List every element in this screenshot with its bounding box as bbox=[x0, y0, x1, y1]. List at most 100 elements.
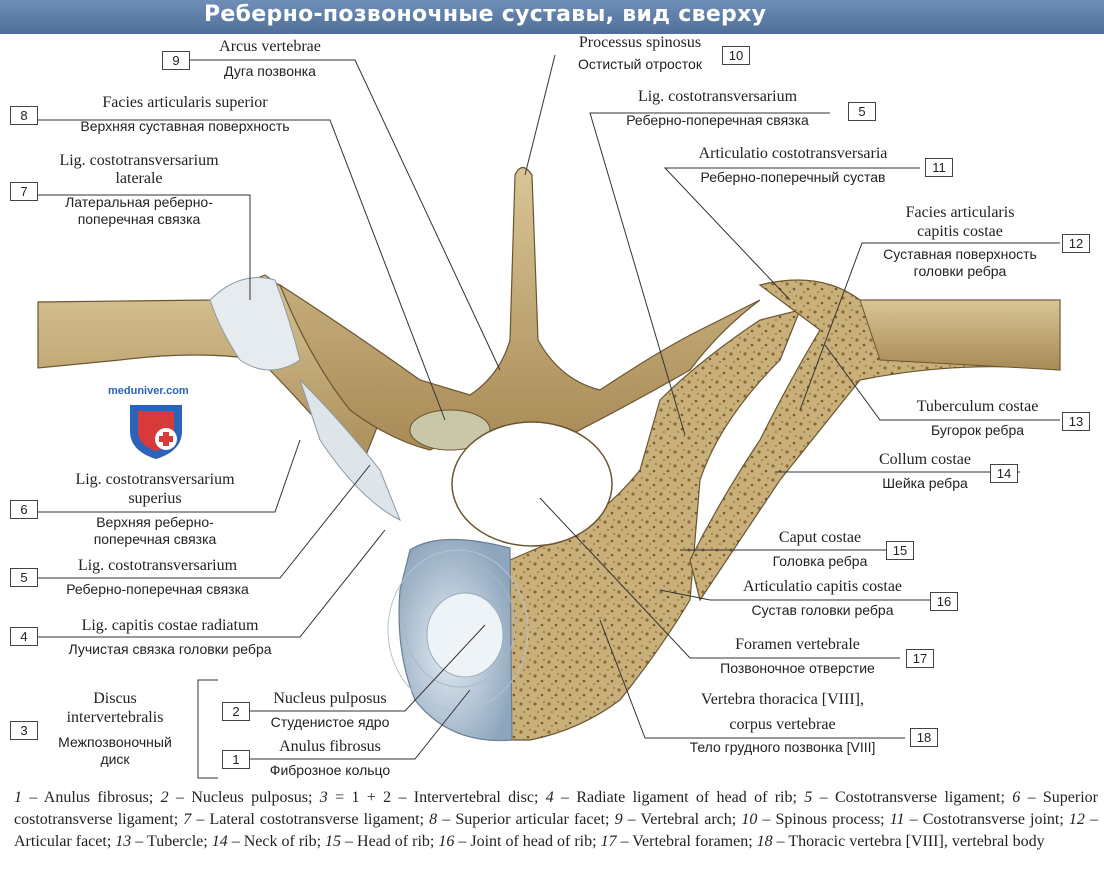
label-18-russian: Тело грудного позвонка [VIII] bbox=[689, 739, 876, 755]
label-12-latin-2: capitis costae bbox=[917, 223, 1003, 240]
callout-number-13: 13 bbox=[1062, 412, 1090, 431]
callout-number-3: 3 bbox=[10, 721, 38, 740]
label-5-top-latin: Lig. costotransversarium bbox=[637, 88, 798, 105]
caption-number: 15 bbox=[325, 833, 342, 850]
caption-text: – Head of rib; bbox=[341, 833, 439, 850]
nucleus-pulposus bbox=[426, 592, 504, 678]
label-18-latin-1: Vertebra thoracica [VIII], bbox=[700, 691, 864, 708]
label-2-russian: Студенистое ядро bbox=[270, 714, 390, 730]
label-3-latin-1: Discus bbox=[93, 690, 137, 707]
callout-number-17: 17 bbox=[906, 649, 934, 668]
callout-number-5-bottom: 5 bbox=[10, 568, 38, 587]
label-10-russian: Остистый отросток bbox=[578, 56, 702, 72]
label-7-latin-2: laterale bbox=[115, 170, 163, 187]
label-18-latin-2: corpus vertebrae bbox=[729, 716, 836, 733]
label-8-russian: Верхняя суставная поверхность bbox=[80, 118, 290, 134]
caption-text: – Articular facet; bbox=[14, 811, 1099, 850]
label-7-latin-1: Lig. costotransversarium bbox=[59, 152, 219, 169]
label-7-russian-2: поперечная связка bbox=[77, 211, 201, 227]
caption-number: 11 bbox=[889, 811, 905, 828]
label-5-bottom-russian: Реберно-поперечная связка bbox=[66, 581, 249, 597]
page-title: Реберно-позвоночные суставы, вид сверху bbox=[204, 2, 767, 27]
callout-number-11: 11 bbox=[925, 158, 953, 177]
caption-number: 18 bbox=[756, 833, 773, 850]
label-17-latin: Foramen vertebrale bbox=[735, 636, 860, 653]
caption-text: – Spinous process; bbox=[757, 811, 890, 828]
figure-caption: 1 – Anulus fibrosus; 2 – Nucleus pulposu… bbox=[14, 787, 1098, 853]
title-bar: Реберно-позвоночные суставы, вид сверху bbox=[0, 0, 1104, 34]
label-6-russian-1: Верхняя реберно- bbox=[96, 514, 214, 530]
callout-number-8: 8 bbox=[10, 106, 38, 125]
label-14-russian: Шейка ребра bbox=[882, 475, 968, 491]
callout-number-18: 18 bbox=[910, 728, 938, 747]
caption-number: 10 bbox=[741, 811, 758, 828]
caption-number: 6 bbox=[1012, 789, 1021, 806]
label-5-bottom-latin: Lig. costotransversarium bbox=[77, 557, 238, 574]
label-7-russian-1: Латеральная реберно- bbox=[65, 194, 213, 210]
caption-number: 17 bbox=[600, 833, 617, 850]
caption-text: = 1 + 2 – Intervertebral disc; bbox=[327, 789, 546, 806]
vertebra-illustration bbox=[35, 54, 1061, 779]
label-15-russian: Головка ребра bbox=[772, 553, 868, 569]
caption-text: – Radiate ligament of head of rib; bbox=[553, 789, 805, 806]
label-8-latin: Facies articularis superior bbox=[102, 94, 268, 111]
callout-number-2: 2 bbox=[222, 702, 250, 721]
label-17-russian: Позвоночное отверстие bbox=[720, 660, 875, 676]
left-ligament bbox=[209, 277, 301, 371]
caption-number: 5 bbox=[804, 789, 813, 806]
caption-number: 8 bbox=[429, 811, 438, 828]
caption-text: – Anulus fibrosus; bbox=[22, 789, 161, 806]
label-14-latin: Collum costae bbox=[879, 451, 971, 468]
leader-lines bbox=[35, 54, 1060, 779]
label-13-latin: Tuberculum costae bbox=[916, 398, 1039, 415]
caption-number: 14 bbox=[211, 833, 228, 850]
label-1-russian: Фиброзное кольцо bbox=[269, 762, 391, 778]
caption-number: 9 bbox=[614, 811, 623, 828]
vertebral-foramen bbox=[451, 421, 613, 547]
callout-number-5-top: 5 bbox=[848, 102, 876, 121]
caption-number: 3 bbox=[319, 789, 328, 806]
label-4-latin: Lig. capitis costae radiatum bbox=[81, 617, 259, 634]
label-6-russian-2: поперечная связка bbox=[93, 531, 217, 547]
label-6-latin-1: Lig. costotransversarium bbox=[75, 471, 235, 488]
vertebral-body bbox=[509, 309, 801, 741]
caption-number: 2 bbox=[160, 789, 169, 806]
label-5-top-russian: Реберно-поперечная связка bbox=[626, 112, 809, 128]
caption-number: 4 bbox=[545, 789, 554, 806]
caption-text: – Costotransverse ligament; bbox=[812, 789, 1013, 806]
callout-number-6: 6 bbox=[10, 500, 38, 519]
callout-number-10: 10 bbox=[722, 46, 750, 65]
label-16-russian: Сустав головки ребра bbox=[751, 602, 894, 618]
caption-text: – Vertebral foramen; bbox=[616, 833, 757, 850]
label-13-russian: Бугорок ребра bbox=[930, 422, 1025, 438]
label-4-russian: Лучистая связка головки ребра bbox=[68, 641, 272, 657]
label-15-latin: Caput costae bbox=[778, 529, 862, 546]
caption-number: 1 bbox=[14, 789, 22, 806]
caption-text: – Neck of rib; bbox=[227, 833, 326, 850]
caption-text: – Costotransverse joint; bbox=[904, 811, 1069, 828]
label-16-latin: Articulatio capitis costae bbox=[742, 578, 903, 595]
caption-number: 13 bbox=[115, 833, 132, 850]
callout-number-4: 4 bbox=[10, 627, 38, 646]
label-3-russian-2: диск bbox=[100, 751, 130, 767]
caption-number: 16 bbox=[438, 833, 455, 850]
label-10-latin: Processus spinosus bbox=[578, 34, 702, 51]
caption-text: – Tubercle; bbox=[131, 833, 212, 850]
callout-number-14: 14 bbox=[990, 464, 1018, 483]
callout-number-1: 1 bbox=[222, 750, 250, 769]
caption-text: – Nucleus pulposus; bbox=[168, 789, 320, 806]
logo-text: meduniver.com bbox=[108, 385, 189, 397]
caption-text: – Vertebral arch; bbox=[622, 811, 742, 828]
label-6-latin-2: superius bbox=[128, 490, 182, 507]
label-9-russian: Дуга позвонка bbox=[224, 63, 316, 79]
label-12-russian-1: Суставная поверхность bbox=[883, 246, 1037, 262]
caption-text: – Joint of head of rib; bbox=[454, 833, 601, 850]
label-12-latin-1: Facies articularis bbox=[905, 204, 1015, 221]
label-1-latin: Anulus fibrosus bbox=[279, 738, 381, 755]
caption-text: – Superior costotransverse ligament; bbox=[14, 789, 1098, 828]
label-3-russian-1: Межпозвоночный bbox=[58, 734, 172, 750]
label-9-latin: Arcus vertebrae bbox=[219, 38, 321, 55]
superior-articular-facet bbox=[409, 409, 491, 451]
callout-number-7: 7 bbox=[10, 182, 38, 201]
label-3-latin-2: intervertebralis bbox=[66, 709, 164, 726]
